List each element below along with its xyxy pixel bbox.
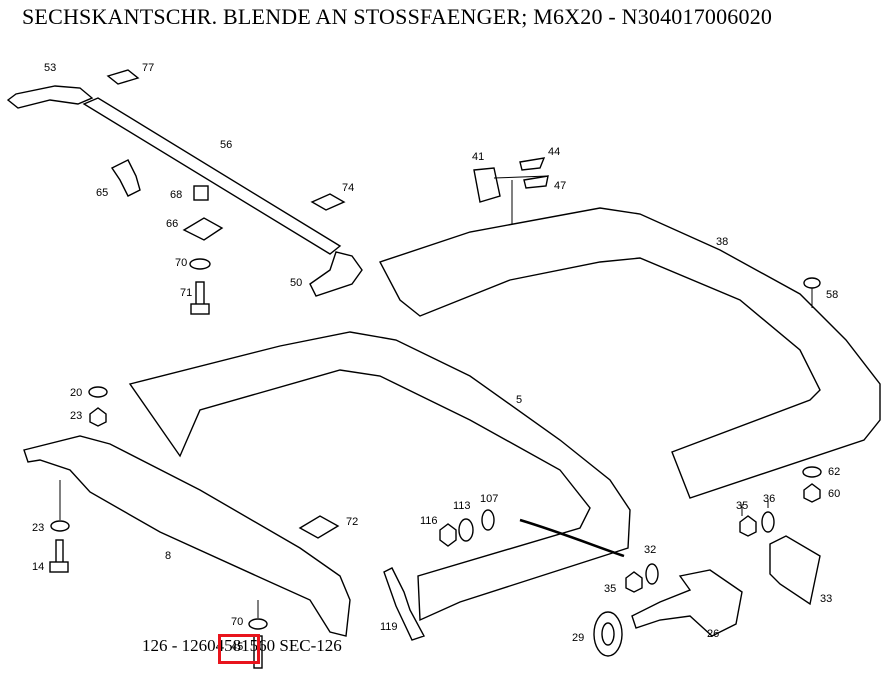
page-title: SECHSKANTSCHR. BLENDE AN STOSSFAENGER; M… (22, 4, 773, 29)
part-8 (23, 435, 351, 637)
label-36: 36 (763, 493, 775, 505)
part-62 (802, 466, 822, 478)
label-50: 50 (290, 277, 302, 289)
label-53: 53 (44, 62, 56, 74)
diagram-caption: 126 - 12604581560 SEC-126 (142, 636, 342, 655)
label-107: 107 (480, 493, 498, 505)
part-116 (439, 523, 457, 547)
part-35a (739, 515, 757, 537)
label-60: 60 (828, 488, 840, 500)
part-33 (769, 535, 821, 606)
label-65: 65 (96, 187, 108, 199)
part-23b (50, 520, 70, 532)
label-29: 29 (572, 632, 584, 644)
label-66: 66 (166, 218, 178, 230)
label-116: 116 (420, 515, 438, 527)
part-23a (89, 407, 107, 427)
part-5 (128, 331, 631, 622)
part-74 (310, 193, 346, 211)
label-5: 5 (516, 394, 522, 406)
label-77: 77 (142, 62, 154, 74)
label-26: 26 (707, 628, 719, 640)
label-41: 41 (472, 151, 484, 163)
label-32: 32 (644, 544, 656, 556)
label-72: 72 (346, 516, 358, 528)
label-23b: 23 (32, 522, 44, 534)
label-35b: 35 (604, 583, 616, 595)
part-119 (383, 567, 426, 641)
part-26 (631, 569, 743, 637)
part-44 (519, 157, 546, 171)
label-33: 33 (820, 593, 832, 605)
part-20 (88, 386, 108, 398)
part-35b (625, 571, 643, 593)
part-77 (106, 69, 140, 85)
label-38: 38 (716, 236, 728, 248)
label-23a: 23 (70, 410, 82, 422)
highlight-label: 45 (231, 641, 244, 653)
part-72 (298, 515, 340, 539)
part-70a (189, 258, 211, 270)
part-41 (473, 167, 501, 203)
label-113: 113 (453, 500, 471, 512)
part-32 (645, 563, 659, 585)
highlight-box-part-45[interactable]: 45 (218, 634, 260, 664)
part-53 (6, 85, 94, 109)
label-58: 58 (826, 289, 838, 301)
cable (519, 518, 625, 558)
label-47: 47 (554, 180, 566, 192)
label-35a: 35 (736, 500, 748, 512)
part-68 (193, 185, 209, 201)
label-44: 44 (548, 146, 560, 158)
label-14: 14 (32, 561, 44, 573)
part-107 (481, 509, 495, 531)
label-56: 56 (220, 139, 232, 151)
label-20: 20 (70, 387, 82, 399)
part-36 (761, 511, 775, 533)
part-70b (248, 618, 268, 630)
label-70b: 70 (231, 616, 243, 628)
part-65 (110, 159, 141, 197)
part-14 (55, 539, 64, 565)
part-50 (309, 251, 363, 297)
part-56 (82, 97, 342, 255)
label-8: 8 (165, 550, 171, 562)
label-71: 71 (180, 287, 192, 299)
part-60 (803, 483, 821, 503)
part-47 (523, 175, 549, 189)
label-74: 74 (342, 182, 354, 194)
part-38 (378, 207, 881, 499)
label-62: 62 (828, 466, 840, 478)
part-113 (458, 518, 474, 542)
label-68: 68 (170, 189, 182, 201)
label-119: 119 (380, 621, 398, 633)
part-66 (182, 217, 224, 241)
part-58 (803, 277, 821, 289)
label-70a: 70 (175, 257, 187, 269)
part-71 (195, 281, 205, 307)
